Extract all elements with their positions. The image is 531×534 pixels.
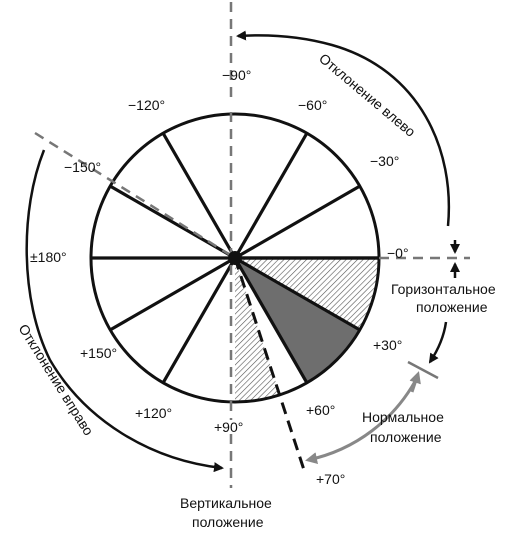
horizontal-to-normal-arrow <box>428 321 448 364</box>
vertical-hatched-sector <box>235 258 280 403</box>
normal-up-arrow <box>409 371 421 393</box>
center-point <box>228 251 242 265</box>
dashed-reference-lines <box>34 2 470 488</box>
label-minus-120: −120° <box>128 97 165 113</box>
label-plus-30: +30° <box>373 337 402 353</box>
label-plus-60: +60° <box>306 402 335 418</box>
label-minus-150: −150° <box>64 159 101 175</box>
label-vertical-line2: положение <box>192 514 264 530</box>
label-plus-70: +70° <box>316 471 345 487</box>
label-minus-90: −90° <box>222 67 251 83</box>
right-deviation-arc-arrow <box>25 149 224 473</box>
label-minus-30: −30° <box>370 153 399 169</box>
normal-tick <box>407 360 439 380</box>
left-deviation-arc-arrow <box>236 30 451 227</box>
label-minus-60: −60° <box>298 97 327 113</box>
normal-range-hatched-sector <box>235 258 380 330</box>
label-plus-90: +90° <box>214 419 243 435</box>
label-right-deviation: Отклонение вправо <box>15 321 97 438</box>
label-plus-150: +150° <box>80 345 117 361</box>
label-vertical-line1: Вертикальное <box>180 495 272 511</box>
label-normal-line2: положение <box>370 429 442 445</box>
label-horizontal-line1: Горизонтальное <box>391 281 496 297</box>
label-normal-line1: Нормальное <box>362 409 444 425</box>
normal-to-plus70-arrow <box>305 375 420 464</box>
label-horizontal-line2: положение <box>416 299 488 315</box>
label-plus-minus-180: ±180° <box>30 249 67 265</box>
normal-range-dark-sector <box>235 258 360 383</box>
label-zero: −0° <box>387 245 409 261</box>
label-plus-120: +120° <box>135 405 172 421</box>
label-left-deviation: Отклонение влево <box>316 50 419 140</box>
